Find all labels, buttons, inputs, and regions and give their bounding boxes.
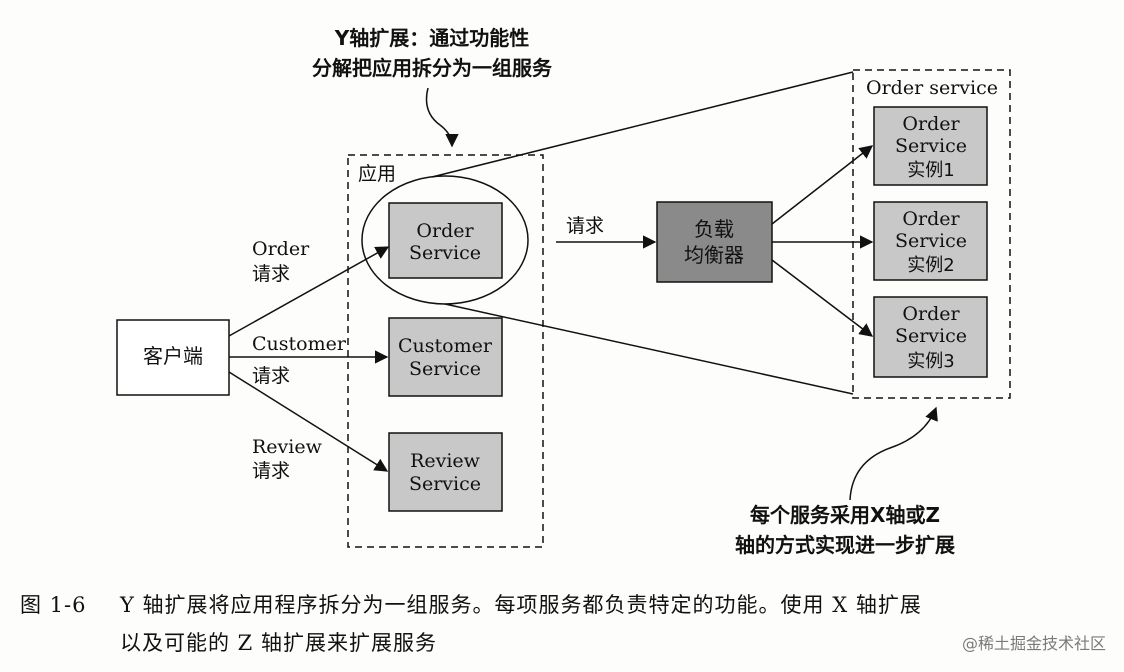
watermark: @稀土掘金技术社区	[961, 634, 1106, 653]
instance-3-label-2: Service	[895, 325, 967, 347]
review-service-label-2: Service	[409, 473, 481, 495]
instance-2-label-1: Order	[902, 208, 960, 230]
order-request-label-1: Order	[252, 238, 310, 260]
customer-service-label-1: Customer	[398, 335, 493, 357]
customer-request-label-1: Customer	[252, 333, 347, 355]
review-request-label-2: 请求	[252, 460, 290, 482]
annotation-top-line1: Y轴扩展：通过功能性	[334, 26, 529, 50]
caption-line1: 图 1-6 Y 轴扩展将应用程序拆分为一组服务。每项服务都负责特定的功能。使用 X…	[20, 586, 922, 624]
client-label: 客户端	[143, 344, 203, 368]
app-box-label: 应用	[358, 163, 396, 185]
arrow-lb-to-instance-3	[771, 259, 874, 337]
order-service-group-box	[852, 69, 1011, 399]
instance-1-box	[873, 106, 988, 186]
instance-2-label-3: 实例2	[907, 255, 954, 276]
instance-2-label-2: Service	[895, 230, 967, 252]
arrow-client-to-order	[228, 246, 390, 337]
review-request-label-1: Review	[252, 436, 323, 458]
annotation-bottom-arrow	[849, 406, 938, 501]
review-service-box	[388, 432, 503, 512]
instance-3-label-1: Order	[902, 303, 960, 325]
instance-1-label-3: 实例1	[907, 160, 954, 181]
arrow-client-to-review	[228, 371, 389, 472]
client-box	[116, 319, 230, 396]
load-balancer-label-2: 均衡器	[684, 243, 744, 267]
load-balancer-box	[656, 201, 773, 283]
annotation-bottom-line1: 每个服务采用X轴或Z	[750, 503, 940, 527]
app-box	[347, 154, 544, 548]
annotation-top-line2: 分解把应用拆分为一组服务	[312, 56, 553, 80]
figure-caption: 图 1-6 Y 轴扩展将应用程序拆分为一组服务。每项服务都负责特定的功能。使用 X…	[20, 586, 922, 662]
caption-text-line2: 以及可能的 Z 轴扩展来扩展服务	[120, 631, 437, 655]
lb-request-label: 请求	[566, 215, 604, 237]
instance-3-box	[873, 296, 988, 378]
annotation-top-arrow	[425, 87, 459, 148]
order-service-label-2: Service	[409, 242, 481, 264]
annotation-bottom-line2: 轴的方式实现进一步扩展	[735, 533, 955, 557]
customer-service-box	[388, 317, 503, 397]
load-balancer-label-1: 负载	[694, 217, 734, 241]
architecture-diagram: Y轴扩展：通过功能性 分解把应用拆分为一组服务 应用 Order service…	[116, 26, 1011, 557]
instance-1-label-1: Order	[902, 113, 960, 135]
projection-line-bottom	[444, 303, 854, 395]
instance-1-label-2: Service	[895, 135, 967, 157]
order-request-label-2: 请求	[252, 263, 290, 285]
customer-service-label-2: Service	[409, 358, 481, 380]
order-service-label-1: Order	[416, 220, 474, 242]
order-service-box	[388, 202, 503, 279]
order-service-group-label: Order service	[866, 77, 998, 99]
caption-number: 图 1-6	[20, 593, 87, 617]
instance-2-box	[873, 201, 988, 281]
customer-request-label-2: 请求	[252, 365, 290, 387]
caption-text-line1: Y 轴扩展将应用程序拆分为一组服务。每项服务都负责特定的功能。使用 X 轴扩展	[120, 593, 922, 617]
review-service-label-1: Review	[410, 450, 481, 472]
projection-line-top	[431, 71, 854, 178]
arrow-lb-to-instance-1	[771, 145, 874, 225]
instance-3-label-3: 实例3	[907, 351, 954, 372]
